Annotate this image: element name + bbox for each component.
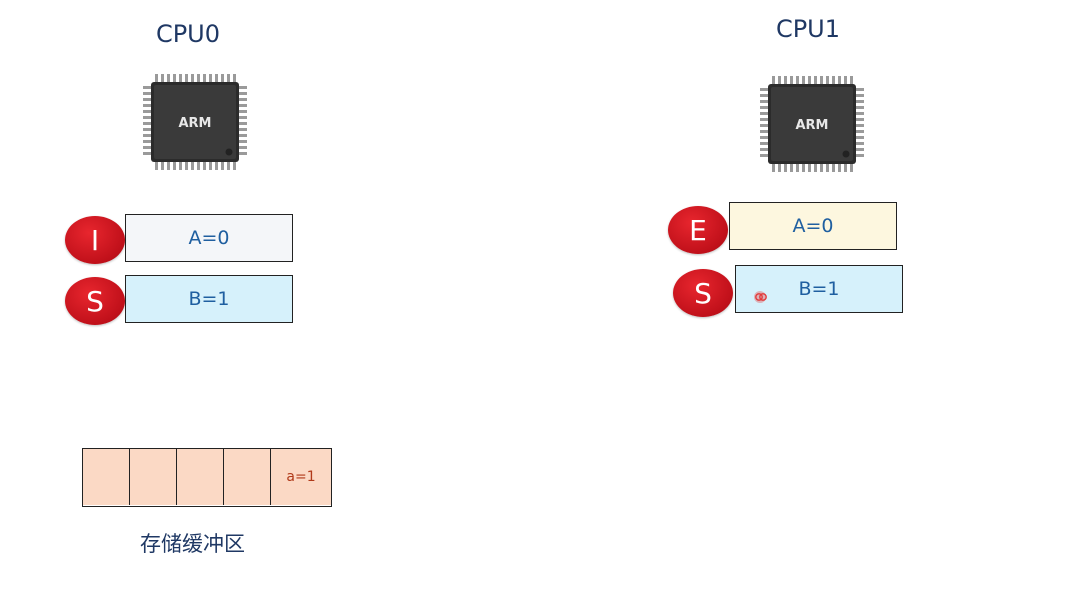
- chip-label: ARM: [178, 116, 211, 131]
- cache-line-value: B=1: [188, 288, 230, 310]
- cpu0-cache-line-b: B=1: [125, 275, 293, 323]
- store-buffer: a=1: [82, 448, 332, 507]
- cpu0-state-badge-b: S: [65, 277, 125, 325]
- store-buffer-cell: [130, 449, 177, 505]
- arm-chip-icon: ARM: [760, 76, 864, 172]
- cache-line-value: A=0: [188, 227, 230, 249]
- state-letter: I: [90, 223, 100, 257]
- store-buffer-cell: [177, 449, 224, 505]
- store-buffer-cell: a=1: [271, 449, 331, 505]
- cpu0-cache-line-a: A=0: [125, 214, 293, 262]
- state-letter: S: [694, 276, 712, 310]
- state-letter: E: [689, 213, 707, 247]
- cpu1-title: CPU1: [775, 15, 841, 43]
- cpu0-title: CPU0: [155, 20, 221, 48]
- cpu1-cache-line-b: B=1: [735, 265, 903, 313]
- pointer-highlight-icon: [754, 291, 767, 303]
- store-buffer-cell: [83, 449, 130, 505]
- cpu1-state-badge-a: E: [668, 206, 728, 254]
- arm-chip-icon: ARM: [143, 74, 247, 170]
- cache-line-value: A=0: [792, 215, 834, 237]
- store-buffer-cell: [224, 449, 271, 505]
- chip-label: ARM: [795, 118, 828, 133]
- cpu0-state-badge-a: I: [65, 216, 125, 264]
- state-letter: S: [86, 284, 104, 318]
- cpu1-state-badge-b: S: [673, 269, 733, 317]
- store-buffer-caption: 存储缓冲区: [140, 532, 245, 556]
- cpu1-cache-line-a: A=0: [729, 202, 897, 250]
- cache-line-value: B=1: [798, 278, 840, 300]
